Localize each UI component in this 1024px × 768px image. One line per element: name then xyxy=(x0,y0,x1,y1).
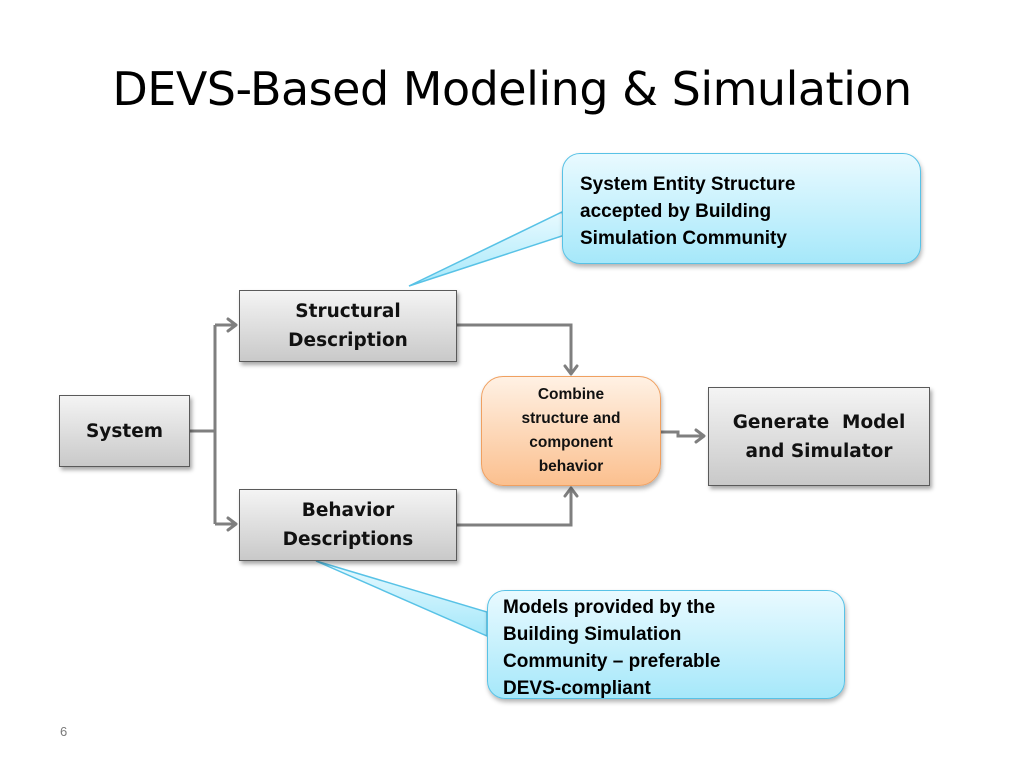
arrowhead-behavior xyxy=(226,516,238,532)
behavior-label-line1: Behavior xyxy=(301,500,395,521)
arrowhead-combine-top xyxy=(563,364,579,376)
structural-description-node: Structural Description xyxy=(239,290,457,362)
behavior-label-line2: Descriptions xyxy=(282,529,414,550)
combine-node: Combine structure and component behavior xyxy=(481,376,661,486)
callout-pointer-top xyxy=(408,210,569,287)
callout-top-line3: Simulation Community xyxy=(580,228,787,249)
system-label: System xyxy=(85,420,164,442)
system-node: System xyxy=(59,395,190,467)
combine-label-line3: component xyxy=(529,434,613,451)
callout-pointer-bottom xyxy=(315,560,488,638)
structural-label-line1: Structural xyxy=(295,301,401,322)
callout-bottom-line1: Models provided by the xyxy=(503,597,716,618)
generate-label-line1: Generate Model xyxy=(732,411,906,433)
combine-label-line1: Combine xyxy=(537,386,605,403)
generate-label-line2: and Simulator xyxy=(745,440,893,462)
callout-bottom-line3: Community – preferable xyxy=(503,651,721,672)
arrowhead-generate xyxy=(694,428,706,444)
behavior-descriptions-node: Behavior Descriptions xyxy=(239,489,457,561)
connector-behavior-to-combine xyxy=(457,490,573,527)
connector-combine-to-generate xyxy=(660,430,702,438)
combine-label-line4: behavior xyxy=(538,458,604,475)
callout-top-line2: accepted by Building xyxy=(580,201,772,222)
callout-system-entity-structure: System Entity Structure accepted by Buil… xyxy=(562,153,921,264)
arrowhead-structural xyxy=(226,317,238,333)
slide-title: DEVS-Based Modeling & Simulation xyxy=(112,62,912,116)
generate-model-node: Generate Model and Simulator xyxy=(708,387,930,486)
structural-label-line2: Description xyxy=(288,330,408,351)
callout-top-line1: System Entity Structure xyxy=(580,174,796,195)
callout-bottom-line2: Building Simulation xyxy=(503,624,682,645)
combine-label-line2: structure and xyxy=(521,410,621,427)
slide-number: 6 xyxy=(60,724,68,739)
callout-bottom-line4: DEVS-compliant xyxy=(503,678,651,699)
connector-structural-to-combine xyxy=(457,323,573,372)
arrowhead-combine-bottom xyxy=(563,486,579,498)
callout-models-provided: Models provided by the Building Simulati… xyxy=(487,590,845,699)
